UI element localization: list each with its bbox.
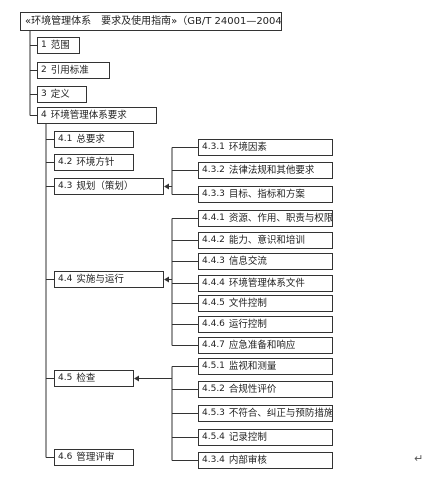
node-number: 4.3: [58, 181, 73, 191]
node-label: 信息交流: [228, 255, 267, 267]
paragraph-return-mark: ↵: [414, 452, 424, 465]
node-label: 不符合、纠正与预防措施: [228, 407, 333, 419]
node-label: 环境方针: [76, 156, 115, 168]
node-label: 内部审核: [228, 454, 267, 466]
node-label: 环境管理体系文件: [228, 277, 305, 289]
node-number: 4.4: [58, 274, 73, 284]
node-label: 环境管理体系要求: [50, 109, 127, 121]
node-number: 4.4.3: [202, 256, 225, 266]
node-document-control: 4.4.5 文件控制: [198, 295, 333, 312]
node-label: 监视和测量: [228, 360, 277, 372]
node-number: 4.4.1: [202, 213, 225, 223]
node-label: 实施与运行: [76, 273, 124, 285]
node-number: 4.1: [58, 134, 73, 144]
node-number: 1: [41, 40, 47, 50]
node-number: 2: [41, 65, 47, 75]
node-label: 目标、指标和方案: [228, 188, 305, 200]
node-number: 4.5.2: [202, 384, 225, 394]
node-number: 4.4.4: [202, 278, 225, 288]
node-label: 能力、意识和培训: [228, 234, 305, 246]
root-title-box: «环境管理体系 要求及使用指南»（GB/T 24001—2004）: [20, 12, 282, 31]
node-number: 4.4.2: [202, 235, 225, 245]
node-competence-training: 4.4.2 能力、意识和培训: [198, 232, 333, 249]
node-environmental-policy: 4.2 环境方针: [54, 154, 134, 171]
node-implementation-operation: 4.4 实施与运行: [54, 271, 164, 288]
node-resources-roles: 4.4.1 资源、作用、职责与权限: [198, 210, 333, 227]
node-label: 文件控制: [228, 297, 267, 309]
group-arrowhead: [164, 183, 169, 190]
root-title: «环境管理体系 要求及使用指南»（GB/T 24001—2004）: [25, 15, 282, 27]
node-ems-requirements: 4 环境管理体系要求: [37, 107, 157, 124]
node-communication: 4.4.3 信息交流: [198, 253, 333, 270]
node-compliance-evaluation: 4.5.2 合规性评价: [198, 381, 333, 398]
node-environmental-aspects: 4.3.1 环境因素: [198, 139, 333, 156]
node-number: 4.4.5: [202, 298, 225, 308]
node-management-review: 4.6 管理评审: [54, 449, 134, 466]
node-number: 4.6: [58, 452, 73, 462]
node-label: 应急准备和响应: [228, 339, 296, 351]
node-control-of-records: 4.5.4 记录控制: [198, 429, 333, 446]
node-number: 4.5.1: [202, 361, 225, 371]
node-label: 检查: [76, 372, 96, 384]
node-label: 记录控制: [228, 431, 267, 443]
node-label: 定义: [50, 88, 70, 100]
node-label: 总要求: [76, 133, 105, 145]
group-arrowhead: [164, 276, 169, 283]
node-normative-references: 2 引用标准: [37, 62, 110, 79]
node-legal-requirements: 4.3.2 法律法规和其他要求: [198, 162, 333, 179]
node-label: 运行控制: [228, 318, 267, 330]
node-label: 范围: [50, 39, 70, 51]
node-number: 4.3.1: [202, 142, 225, 152]
node-number: 4.5.3: [202, 408, 225, 418]
node-scope: 1 范围: [37, 37, 80, 54]
node-number: 4.5.4: [202, 432, 225, 442]
node-definitions: 3 定义: [37, 86, 87, 103]
node-number: 3: [41, 89, 47, 99]
node-label: 合规性评价: [228, 383, 277, 395]
node-label: 法律法规和其他要求: [228, 164, 315, 176]
node-general-requirements: 4.1 总要求: [54, 131, 134, 148]
node-planning: 4.3 规划（策划）: [54, 178, 164, 195]
node-number: 4.4.7: [202, 340, 225, 350]
node-objectives-targets: 4.3.3 目标、指标和方案: [198, 186, 333, 203]
node-number: 4.2: [58, 157, 73, 167]
node-number: 4.3.3: [202, 189, 225, 199]
node-label: 规划（策划）: [76, 180, 134, 192]
node-nonconformity-actions: 4.5.3 不符合、纠正与预防措施: [198, 405, 333, 422]
node-label: 环境因素: [228, 141, 267, 153]
node-number: 4.4.6: [202, 319, 225, 329]
node-label: 管理评审: [76, 451, 115, 463]
node-operational-control: 4.4.6 运行控制: [198, 316, 333, 333]
node-number: 4.3.4: [202, 455, 225, 465]
node-number: 4.3.2: [202, 165, 225, 175]
node-checking: 4.5 检查: [54, 370, 134, 387]
node-monitoring-measurement: 4.5.1 监视和测量: [198, 358, 333, 375]
node-emergency-preparedness: 4.4.7 应急准备和响应: [198, 337, 333, 354]
node-label: 资源、作用、职责与权限: [228, 212, 333, 224]
node-label: 引用标准: [50, 64, 89, 76]
node-number: 4.5: [58, 373, 73, 383]
node-ems-documentation: 4.4.4 环境管理体系文件: [198, 275, 333, 292]
group-arrowhead: [134, 375, 139, 382]
node-internal-audit: 4.3.4 内部审核: [198, 452, 333, 469]
node-number: 4: [41, 110, 47, 120]
